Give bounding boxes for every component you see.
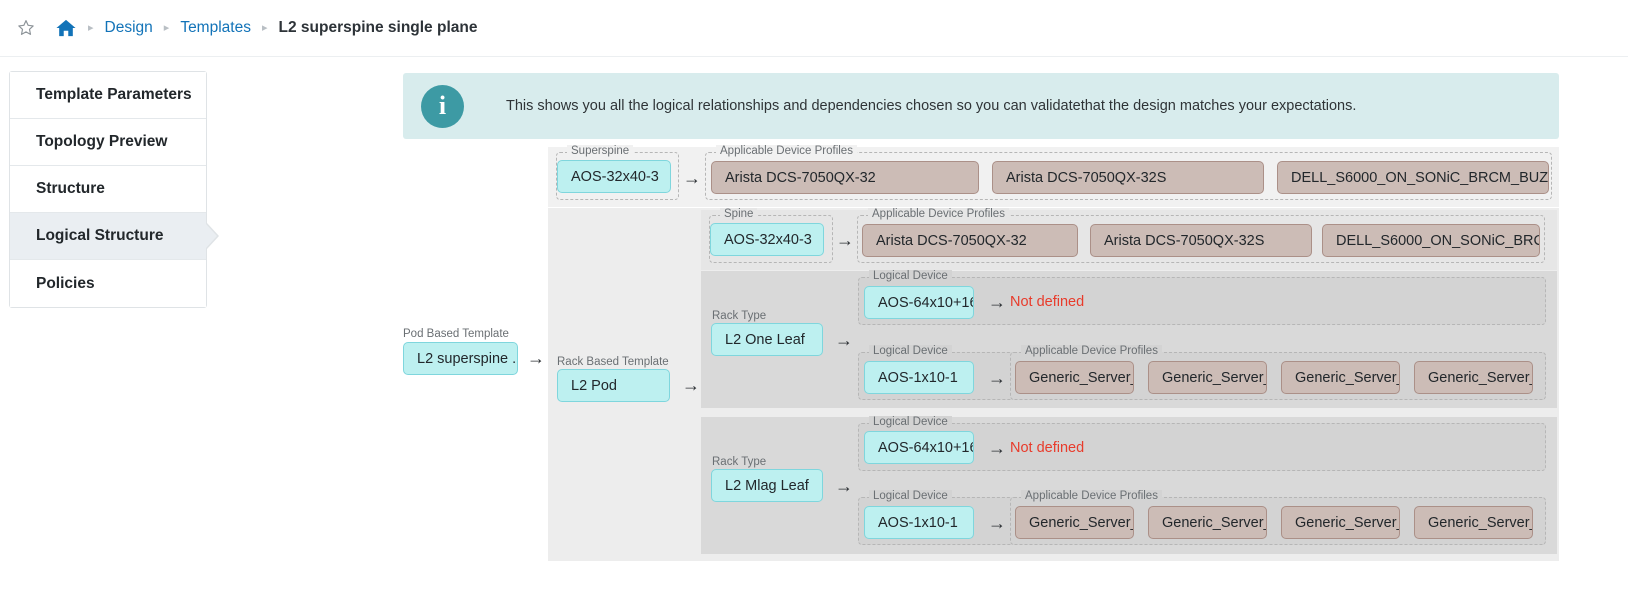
logical-device-legend: Logical Device: [869, 270, 952, 282]
sidebar-item-label: Structure: [36, 180, 105, 197]
superspine-device-chip[interactable]: AOS-32x40-3: [557, 160, 671, 193]
rack1-profile-chip-3[interactable]: Generic_Server_1R...: [1281, 361, 1400, 394]
logical-device-legend: Logical Device: [869, 416, 952, 428]
applicable-device-profiles-legend: Applicable Device Profiles: [1021, 490, 1162, 502]
arrow-pod-to-rack: →: [527, 348, 545, 368]
superspine-profile-chip-1[interactable]: Arista DCS-7050QX-32: [711, 161, 979, 194]
sidebar-item-structure[interactable]: Structure: [10, 166, 206, 213]
rack2-profile-chip-1[interactable]: Generic_Server_1R...: [1015, 506, 1134, 539]
sidebar-item-topology-preview[interactable]: Topology Preview: [10, 119, 206, 166]
rack2-profile-chip-2[interactable]: Generic_Server_1R...: [1148, 506, 1267, 539]
rack-type-chip-one-leaf[interactable]: L2 One Leaf: [711, 323, 823, 356]
rack-type-chip-mlag-leaf[interactable]: L2 Mlag Leaf: [711, 469, 823, 502]
spine-profile-chip-2[interactable]: Arista DCS-7050QX-32S: [1090, 224, 1312, 257]
rack1-ld1-not-defined: Not defined: [1010, 294, 1085, 310]
applicable-device-profiles-legend: Applicable Device Profiles: [1021, 345, 1162, 357]
rack1-profile-chip-1[interactable]: Generic_Server_1R...: [1015, 361, 1134, 394]
rack1-logical-device-chip-1[interactable]: AOS-64x10+16...: [864, 286, 974, 319]
rack-type-label-2: Rack Type: [712, 456, 767, 468]
spine-device-chip[interactable]: AOS-32x40-3: [710, 223, 824, 256]
spine-profile-chip-3[interactable]: DELL_S6000_ON_SONiC_BRCM_BUZZ...: [1322, 224, 1540, 257]
rack2-logical-device-chip-2[interactable]: AOS-1x10-1: [864, 506, 974, 539]
arrow-spine-to-profiles: →: [836, 230, 854, 250]
arrow-rack1-ld1-to-status: →: [988, 292, 1006, 312]
arrow-rack1-to-devices: →: [835, 330, 853, 350]
rack2-profile-chip-4[interactable]: Generic_Server_1R...: [1414, 506, 1533, 539]
sidebar-item-policies[interactable]: Policies: [10, 260, 206, 307]
breadcrumb-link-templates[interactable]: Templates: [180, 19, 251, 36]
breadcrumb-separator-1: ▸: [88, 21, 94, 34]
superspine-profile-chip-3[interactable]: DELL_S6000_ON_SONiC_BRCM_BUZZNIK_PLUS: [1277, 161, 1549, 194]
home-icon[interactable]: [55, 18, 77, 38]
pod-based-template-label: Pod Based Template: [403, 328, 509, 340]
arrow-rack2-ld2-to-profiles: →: [988, 513, 1006, 533]
breadcrumb-link-design[interactable]: Design: [104, 19, 153, 36]
spine-profiles-legend: Applicable Device Profiles: [868, 208, 1009, 220]
arrow-rack1-ld2-to-profiles: →: [988, 368, 1006, 388]
breadcrumb-separator-2: ▸: [163, 21, 170, 34]
superspine-legend: Superspine: [567, 145, 634, 157]
sidebar-item-label: Logical Structure: [36, 227, 164, 244]
arrow-superspine-to-profiles: →: [683, 168, 701, 188]
arrow-rack2-to-devices: →: [835, 476, 853, 496]
rack2-ld1-not-defined: Not defined: [1010, 440, 1085, 456]
sidebar-item-template-parameters[interactable]: Template Parameters: [10, 72, 206, 119]
sidebar-item-logical-structure[interactable]: Logical Structure: [10, 213, 206, 260]
arrow-rack2-ld1-to-status: →: [988, 438, 1006, 458]
info-banner: i This shows you all the logical relatio…: [403, 73, 1559, 139]
info-circle-icon: i: [421, 84, 464, 128]
arrow-rack-template-to-racks: →: [682, 375, 700, 395]
sidebar-item-label: Topology Preview: [36, 133, 168, 150]
pod-based-template-chip[interactable]: L2 superspine ...: [403, 342, 518, 375]
breadcrumb: ▸ Design ▸ Templates ▸ L2 superspine sin…: [0, 0, 1628, 57]
page-title: L2 superspine single plane: [278, 19, 478, 36]
superspine-profile-chip-2[interactable]: Arista DCS-7050QX-32S: [992, 161, 1264, 194]
rack1-profile-chip-2[interactable]: Generic_Server_1R...: [1148, 361, 1267, 394]
superspine-profiles-legend: Applicable Device Profiles: [716, 145, 857, 157]
info-banner-text: This shows you all the logical relations…: [506, 98, 1357, 114]
logical-device-legend: Logical Device: [869, 490, 952, 502]
sidebar-item-label: Policies: [36, 274, 95, 292]
rack1-profile-chip-4[interactable]: Generic_Server_1R...: [1414, 361, 1533, 394]
rack2-profile-chip-3[interactable]: Generic_Server_1R...: [1281, 506, 1400, 539]
logical-device-legend: Logical Device: [869, 345, 952, 357]
sidebar-nav: Template Parameters Topology Preview Str…: [9, 71, 207, 308]
sidebar-item-label: Template Parameters: [36, 86, 192, 103]
rack2-logical-device-chip-1[interactable]: AOS-64x10+16...: [864, 431, 974, 464]
spine-profile-chip-1[interactable]: Arista DCS-7050QX-32: [862, 224, 1078, 257]
rack1-logical-device-chip-2[interactable]: AOS-1x10-1: [864, 361, 974, 394]
rack-type-label-1: Rack Type: [712, 310, 767, 322]
spine-legend: Spine: [720, 208, 758, 220]
rack-based-template-label: Rack Based Template: [557, 356, 669, 368]
breadcrumb-separator-3: ▸: [261, 21, 268, 34]
rack-based-template-chip[interactable]: L2 Pod: [557, 369, 670, 402]
star-outline-icon[interactable]: [16, 18, 36, 38]
